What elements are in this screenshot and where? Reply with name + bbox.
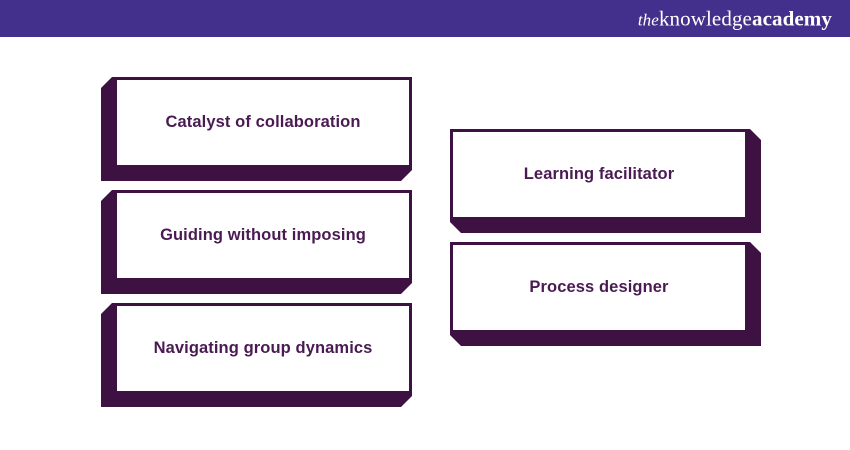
logo-text-academy: academy <box>751 6 832 30</box>
box-card: Navigating group dynamics <box>114 303 412 394</box>
box-label: Learning facilitator <box>523 165 675 184</box>
flow-box-navigating-group-dynamics: Navigating group dynamics <box>101 303 412 407</box>
header-bar: theknowledgeacademy <box>0 0 850 37</box>
logo-text-knowledge: knowledge <box>658 6 752 30</box>
box-label: Navigating group dynamics <box>153 339 373 358</box>
flow-box-catalyst-of-collaboration: Catalyst of collaboration <box>101 77 412 181</box>
box-label: Catalyst of collaboration <box>165 113 361 132</box>
box-card: Catalyst of collaboration <box>114 77 412 168</box>
box-card: Process designer <box>450 242 748 333</box>
flow-box-guiding-without-imposing: Guiding without imposing <box>101 190 412 294</box>
box-label: Guiding without imposing <box>160 226 366 245</box>
box-card: Learning facilitator <box>450 129 748 220</box>
box-card: Guiding without imposing <box>114 190 412 281</box>
knowledge-academy-logo: theknowledgeacademy <box>638 8 832 29</box>
flow-box-process-designer: Process designer <box>450 242 761 346</box>
logo-text-the: the <box>637 10 659 29</box>
box-label: Process designer <box>529 278 669 297</box>
diagram-canvas: Catalyst of collaboration Guiding withou… <box>0 37 850 450</box>
flow-box-learning-facilitator: Learning facilitator <box>450 129 761 233</box>
